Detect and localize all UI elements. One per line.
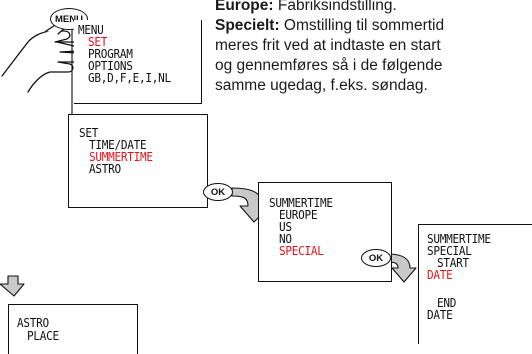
instruction-line-5: samme ugedag, f.eks. søndag. xyxy=(215,77,428,94)
instruction-line-3: meres frit ved at indtaste en start xyxy=(215,37,441,54)
hand-pressing-icon xyxy=(1,20,84,93)
curved-arrow-2 xyxy=(387,253,417,283)
instruction-line-2: Specielt: Omstilling til sommertid xyxy=(215,17,445,34)
lcd-special-start-date[interactable]: DATE xyxy=(427,268,453,282)
lcd-astro-title: ASTRO xyxy=(17,316,49,330)
lcd-set-item-summertime[interactable]: SUMMERTIME xyxy=(89,150,153,164)
lcd-summertime-item-europe[interactable]: EUROPE xyxy=(279,208,318,222)
lcd-screen-special: SUMMERTIME SPECIAL START DATE END DATE xyxy=(418,224,532,344)
ok-button-1[interactable]: OK xyxy=(203,183,233,201)
lcd-astro-place: PLACE xyxy=(27,329,59,343)
lcd-summertime-item-special[interactable]: SPECIAL xyxy=(279,244,324,258)
lcd-special-subtitle: SPECIAL xyxy=(427,244,472,258)
instruction-line-1: Europe: Fabriksindstilling. xyxy=(215,0,532,16)
lcd-menu-item-set[interactable]: SET xyxy=(88,35,108,49)
lcd-set-title: SET xyxy=(79,126,99,140)
instruction-text: Europe: Fabriksindstilling. Specielt: Om… xyxy=(215,0,532,96)
lcd-screen-astro: ASTRO PLACE xyxy=(8,304,138,354)
lcd-summertime-title: SUMMERTIME xyxy=(269,196,333,210)
lcd-screen-menu: MENU SET PROGRAM OPTIONS GB,D,F,E,I,NL xyxy=(74,20,202,104)
lcd-set-item-timedate[interactable]: TIME/DATE xyxy=(89,138,147,152)
curved-arrow-3 xyxy=(0,275,25,297)
instruction-line-4: og gennemføres så i de følgende xyxy=(215,57,443,74)
lcd-menu-item-options[interactable]: OPTIONS xyxy=(88,59,133,73)
europe-heading: Europe: xyxy=(215,0,274,14)
lcd-special-start: START xyxy=(437,256,469,270)
ok-button-2[interactable]: OK xyxy=(361,249,391,267)
special-heading: Specielt: xyxy=(215,17,280,34)
lcd-menu-item-program[interactable]: PROGRAM xyxy=(88,47,133,61)
lcd-screen-summertime: SUMMERTIME EUROPE US NO SPECIAL xyxy=(258,182,392,282)
lcd-menu-item-language[interactable]: GB,D,F,E,I,NL xyxy=(88,71,171,85)
lcd-summertime-item-no[interactable]: NO xyxy=(279,232,292,246)
lcd-special-end: END xyxy=(437,296,457,310)
menu-key-label: MENU xyxy=(55,13,83,25)
lcd-menu-title: MENU xyxy=(78,23,104,37)
lcd-set-item-astro[interactable]: ASTRO xyxy=(89,162,121,176)
lcd-special-title: SUMMERTIME xyxy=(427,232,491,246)
lcd-summertime-item-us[interactable]: US xyxy=(279,220,292,234)
lcd-screen-set: SET TIME/DATE SUMMERTIME ASTRO xyxy=(68,114,208,208)
lcd-special-end-date[interactable]: DATE xyxy=(427,308,453,322)
